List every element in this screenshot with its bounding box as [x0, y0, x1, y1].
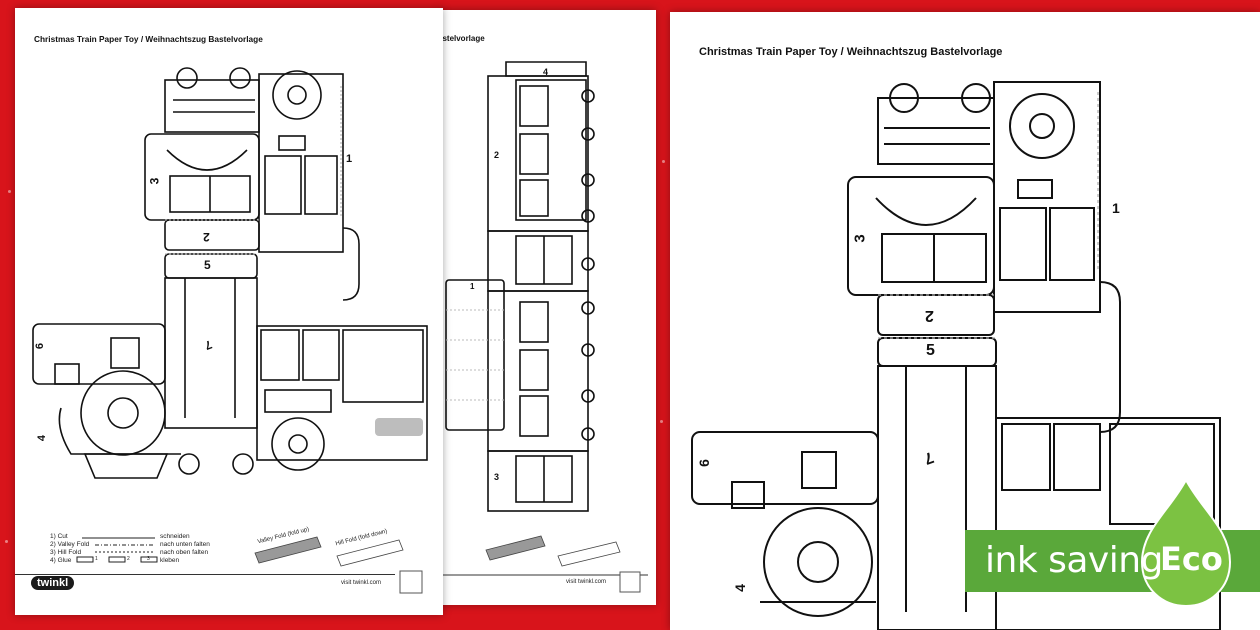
legend-item: 4) Glue — [50, 557, 72, 564]
twinkl-logo: twinkl — [31, 576, 75, 590]
panel-number: 6 — [34, 342, 47, 350]
panel-number: 1 — [1112, 200, 1120, 216]
legend-item: 3) Hill Fold — [50, 549, 82, 556]
background-speck — [5, 540, 8, 543]
legend-english: 1) Cut 2) Valley Fold 3) Hill Fold 4) Gl… — [50, 533, 89, 565]
worksheet-preview-middle: astelvorlage 4 2 1 3 visi — [438, 10, 656, 605]
legend-item: nach oben falten — [160, 549, 209, 556]
glue-box-label: 2 — [127, 556, 130, 562]
visit-url: visit twinkl.com — [566, 579, 607, 585]
panel-number: 1 — [346, 153, 353, 165]
legend-item: kleben — [160, 557, 180, 564]
panel-number: 3 — [147, 177, 162, 185]
worksheet-preview-left: Christmas Train Paper Toy / Weihnachtszu… — [15, 8, 443, 615]
train-carriage-template — [438, 61, 648, 593]
panel-number: 4 — [731, 584, 748, 592]
eco-label: Eco — [1160, 540, 1223, 578]
glue-box-label: 3 — [147, 556, 150, 562]
sheet-title: Christmas Train Paper Toy / Weihnachtszu… — [34, 34, 263, 44]
background-speck — [662, 160, 665, 163]
legend-item: schneiden — [160, 533, 190, 540]
legend-item: 2) Valley Fold — [50, 541, 90, 548]
footer-divider — [15, 574, 395, 575]
legend-item: 1) Cut — [50, 533, 68, 540]
panel-number: 6 — [695, 459, 712, 467]
panel-number: 5 — [926, 342, 935, 359]
legend-item: nach unten falten — [160, 541, 210, 548]
panel-number: 1 — [470, 282, 475, 291]
panel-number: 3 — [494, 472, 500, 482]
background-speck — [660, 420, 663, 423]
panel-number: 2 — [925, 307, 934, 324]
panel-number: 3 — [851, 234, 869, 243]
panel-number: 4 — [36, 434, 49, 442]
glue-box-label: 1 — [95, 556, 98, 562]
sheet-title: astelvorlage — [438, 34, 485, 43]
train-engine-template — [32, 67, 428, 594]
sheet-title: Christmas Train Paper Toy / Weihnachtszu… — [699, 46, 1003, 58]
legend-german: schneiden nach unten falten nach oben fa… — [160, 533, 210, 565]
panel-number: 5 — [204, 258, 211, 272]
visit-url: visit twinkl.com — [341, 580, 382, 586]
ink-saving-label: ink saving — [985, 540, 1163, 581]
panel-number: 4 — [543, 67, 549, 77]
background-speck — [8, 190, 11, 193]
panel-number: 2 — [203, 230, 210, 244]
panel-number: 2 — [494, 150, 500, 160]
